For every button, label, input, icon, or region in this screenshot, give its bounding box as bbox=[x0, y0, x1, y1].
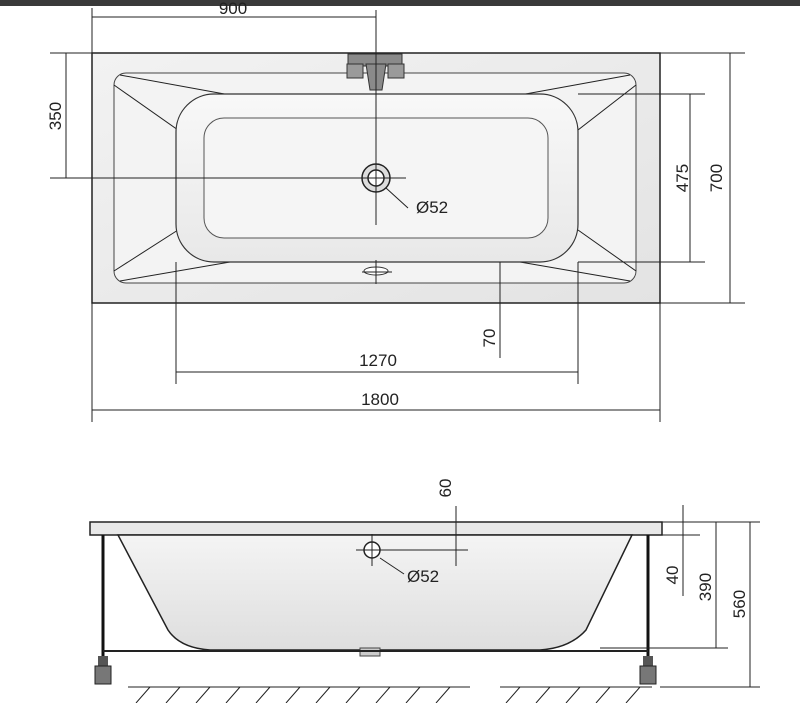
drain-leader bbox=[385, 187, 409, 209]
bevel-edge-lines bbox=[119, 74, 631, 282]
floor-hatch bbox=[128, 686, 652, 703]
drain-dim-label: Ø52 bbox=[416, 198, 448, 217]
dim-1270-label: 1270 bbox=[359, 351, 397, 370]
dim-700-label: 700 bbox=[707, 164, 726, 192]
dim-70-label: 70 bbox=[480, 329, 499, 348]
side-view: Ø52 60 40 390 560 bbox=[89, 479, 760, 703]
side-rim bbox=[89, 521, 663, 536]
dim-40-label: 40 bbox=[663, 566, 682, 585]
faucet-icon bbox=[346, 53, 405, 91]
foot-right-icon bbox=[639, 656, 657, 685]
dim-900-label: 900 bbox=[219, 0, 247, 18]
side-drain-dim-label: Ø52 bbox=[407, 567, 439, 586]
side-drain-leader bbox=[379, 557, 405, 575]
dim-350-label: 350 bbox=[46, 102, 65, 130]
top-bar bbox=[0, 0, 800, 6]
top-view: 900 350 475 700 Ø52 70 1270 1800 bbox=[46, 0, 745, 422]
bevel-corner-lines bbox=[113, 84, 637, 272]
dim-390-label: 390 bbox=[696, 573, 715, 601]
dim-60-label: 60 bbox=[436, 479, 455, 498]
dim-475-label: 475 bbox=[673, 164, 692, 192]
dim-1800-label: 1800 bbox=[361, 390, 399, 409]
foot-left-icon bbox=[94, 656, 112, 685]
dim-560-label: 560 bbox=[730, 590, 749, 618]
